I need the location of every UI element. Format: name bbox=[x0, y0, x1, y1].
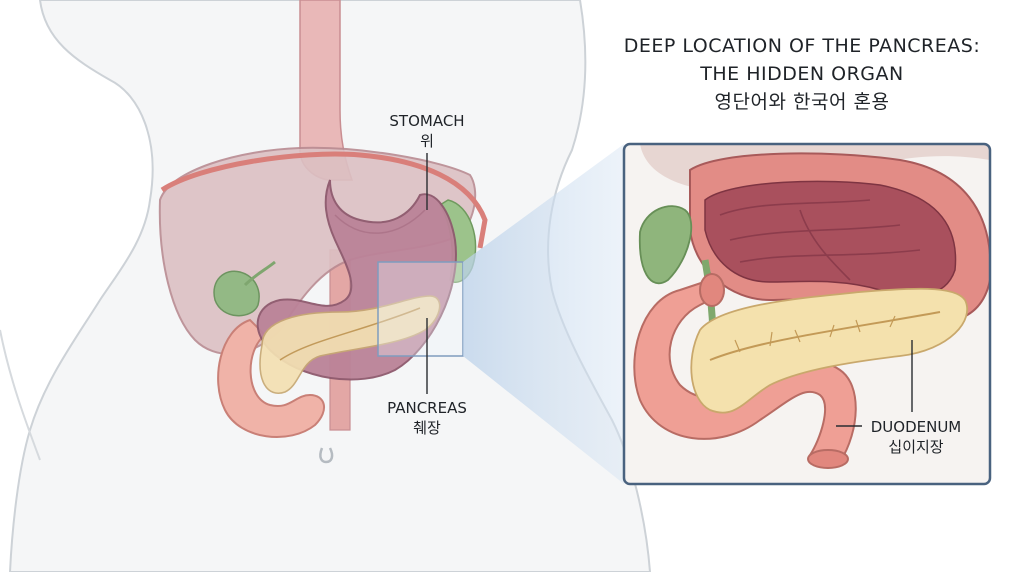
focus-square bbox=[377, 261, 464, 357]
title-line-3: 영단어와 한국어 혼용 bbox=[715, 91, 890, 113]
stomach-label-ko: 위 bbox=[420, 132, 434, 150]
title-line-1: DEEP LOCATION OF THE PANCREAS: bbox=[624, 35, 980, 57]
pancreas-label-en: PANCREAS bbox=[387, 399, 467, 417]
pancreas-label-ko: 췌장 bbox=[413, 419, 441, 437]
pancreas-main bbox=[259, 295, 441, 394]
inset-border bbox=[622, 142, 992, 486]
title-line-2: THE HIDDEN ORGAN bbox=[699, 63, 903, 85]
bile-duct bbox=[243, 260, 276, 287]
duodenum-main bbox=[217, 318, 325, 438]
duodenum-label-ko: 십이지장 bbox=[888, 438, 943, 456]
duodenum-label-en: DUODENUM bbox=[871, 418, 962, 436]
stomach-label-en: STOMACH bbox=[389, 112, 464, 130]
zoom-beam bbox=[463, 144, 624, 484]
inset-detail bbox=[622, 142, 992, 486]
navel bbox=[319, 447, 334, 464]
diaphragm-line bbox=[160, 151, 488, 249]
